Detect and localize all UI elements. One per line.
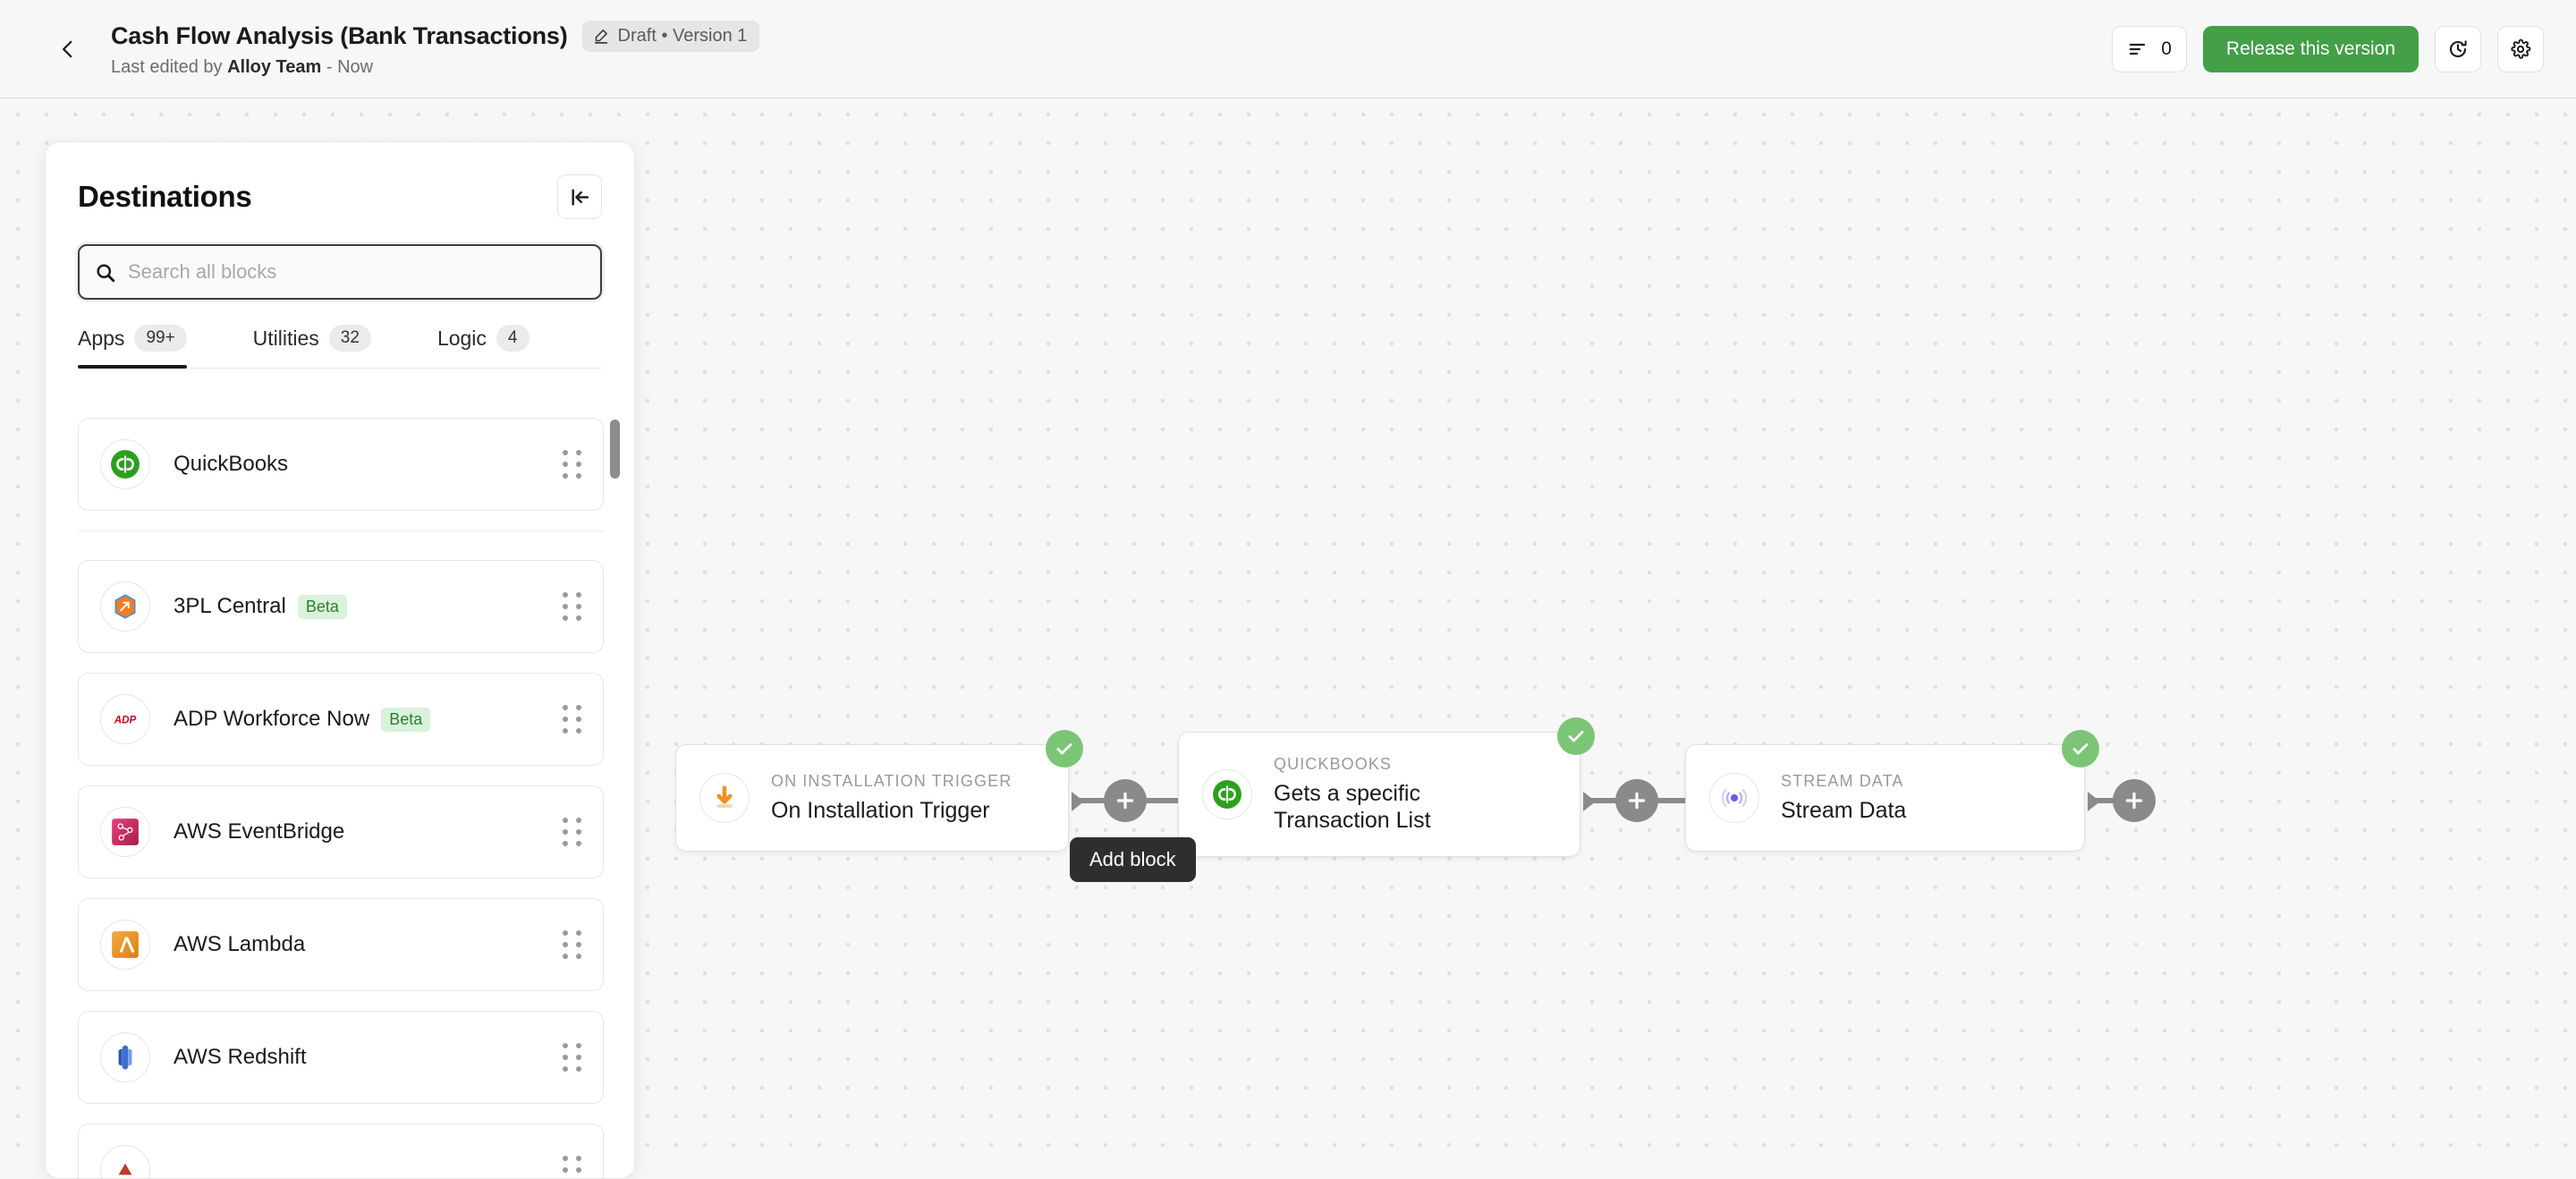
workflow-node-stream-data[interactable]: STREAM DATA Stream Data (1685, 730, 2099, 852)
beta-badge: Beta (381, 707, 431, 732)
list-item[interactable] (78, 1124, 604, 1178)
search-box[interactable] (78, 244, 602, 300)
last-edited-text: Last edited by Alloy Team - Now (111, 57, 759, 78)
list-item[interactable]: AWS Redshift (78, 1011, 604, 1104)
block-category-tabs: Apps 99+ Utilities 32 Logic 4 (78, 325, 602, 369)
app-header: Cash Flow Analysis (Bank Transactions) D… (0, 0, 2576, 98)
drag-handle-icon[interactable] (563, 1156, 581, 1178)
workflow-node-trigger[interactable]: ON INSTALLATION TRIGGER On Installation … (675, 730, 1083, 852)
list-item[interactable]: ADP ADP Workforce Now Beta (78, 673, 604, 766)
destinations-panel: Destinations Apps 99+ Utilities 32 Logic… (45, 141, 635, 1179)
node-status-badge-complete (1046, 730, 1083, 768)
status-badge-label: Draft • Version 1 (617, 25, 748, 46)
status-badge[interactable]: Draft • Version 1 (581, 20, 760, 52)
aws-eventbridge-icon (100, 807, 150, 857)
svg-text:ADP: ADP (114, 716, 137, 726)
search-icon (97, 263, 115, 282)
list-item[interactable]: QuickBooks (78, 418, 604, 511)
workflow-node-quickbooks[interactable]: QUICKBOOKS Gets a specific Transaction L… (1178, 717, 1595, 857)
connector-line-1 (1078, 798, 1216, 803)
block-list[interactable]: QuickBooks 3PL Central Beta (46, 418, 634, 1178)
last-edited-suffix: - Now (321, 56, 374, 77)
collapse-panel-button[interactable] (557, 174, 602, 219)
drag-handle-icon[interactable] (563, 592, 581, 621)
settings-button[interactable] (2497, 25, 2544, 72)
pencil-icon (594, 30, 607, 44)
partial-app-icon (100, 1145, 150, 1178)
header-actions: 0 Release this version (2112, 25, 2544, 72)
drag-handle-icon[interactable] (563, 818, 581, 846)
download-arrow-icon (699, 773, 750, 823)
last-edited-prefix: Last edited by (111, 56, 228, 77)
page-title: Cash Flow Analysis (Bank Transactions) (111, 21, 568, 49)
3pl-central-icon (100, 581, 150, 632)
broadcast-icon (1709, 773, 1759, 823)
tab-utilities-label: Utilities (252, 326, 319, 350)
back-button[interactable] (43, 24, 93, 74)
panel-title: Destinations (78, 180, 252, 213)
tab-apps-count: 99+ (134, 325, 187, 352)
node-kicker: QUICKBOOKS (1274, 755, 1393, 773)
tab-logic-count: 4 (496, 325, 530, 352)
node-title: Stream Data (1781, 798, 1907, 823)
tab-utilities-count: 32 (328, 325, 371, 352)
add-block-button-1[interactable] (1104, 779, 1147, 822)
drag-handle-icon[interactable] (563, 705, 581, 734)
node-title: On Installation Trigger (771, 798, 990, 823)
adp-icon: ADP (100, 694, 150, 744)
collapse-left-icon (571, 188, 589, 206)
list-item-label: AWS Redshift (174, 1045, 307, 1069)
list-lines-icon (2130, 43, 2146, 55)
panel-header: Destinations (46, 142, 634, 219)
history-clock-icon (2449, 39, 2467, 57)
tab-logic[interactable]: Logic 4 (437, 325, 556, 368)
list-divider (78, 530, 604, 531)
header-titles: Cash Flow Analysis (Bank Transactions) D… (111, 20, 760, 78)
tab-apps[interactable]: Apps 99+ (78, 325, 214, 369)
add-block-tooltip: Add block (1070, 837, 1196, 882)
aws-redshift-icon (100, 1032, 150, 1082)
drag-handle-icon[interactable] (563, 1043, 581, 1072)
node-status-badge-complete (2062, 730, 2099, 768)
quickbooks-icon (100, 439, 150, 489)
add-block-button-2[interactable] (1615, 779, 1658, 822)
gear-icon (2511, 38, 2531, 59)
aws-lambda-icon (100, 920, 150, 970)
drag-handle-icon[interactable] (563, 930, 581, 959)
comments-button[interactable]: 0 (2112, 25, 2187, 72)
list-item-label: QuickBooks (174, 452, 289, 476)
node-kicker: ON INSTALLATION TRIGGER (771, 772, 1013, 790)
list-item-label: ADP Workforce Now (174, 707, 370, 731)
last-edited-author: Alloy Team (227, 56, 322, 77)
list-item-label: 3PL Central (174, 594, 286, 618)
drag-handle-icon[interactable] (563, 450, 581, 479)
search-input[interactable] (128, 260, 586, 284)
list-item[interactable]: AWS Lambda (78, 898, 604, 991)
add-block-button-3[interactable] (2113, 779, 2156, 822)
tab-logic-label: Logic (436, 326, 487, 350)
node-status-badge-complete (1557, 717, 1595, 755)
list-item-label: AWS Lambda (174, 932, 306, 956)
block-list-scrollbar[interactable] (610, 420, 620, 479)
history-button[interactable] (2435, 25, 2481, 72)
beta-badge: Beta (297, 594, 347, 619)
list-item[interactable]: AWS EventBridge (78, 785, 604, 878)
tab-utilities[interactable]: Utilities 32 (253, 325, 398, 368)
list-item-label: AWS EventBridge (174, 819, 345, 844)
node-title: Gets a specific Transaction List (1274, 781, 1431, 833)
quickbooks-icon (1202, 769, 1252, 819)
comments-count: 0 (2161, 38, 2172, 59)
list-item[interactable]: 3PL Central Beta (78, 560, 604, 653)
release-version-button[interactable]: Release this version (2202, 25, 2419, 72)
tab-apps-label: Apps (78, 326, 125, 350)
chevron-left-icon (62, 40, 72, 57)
node-kicker: STREAM DATA (1781, 772, 1904, 790)
